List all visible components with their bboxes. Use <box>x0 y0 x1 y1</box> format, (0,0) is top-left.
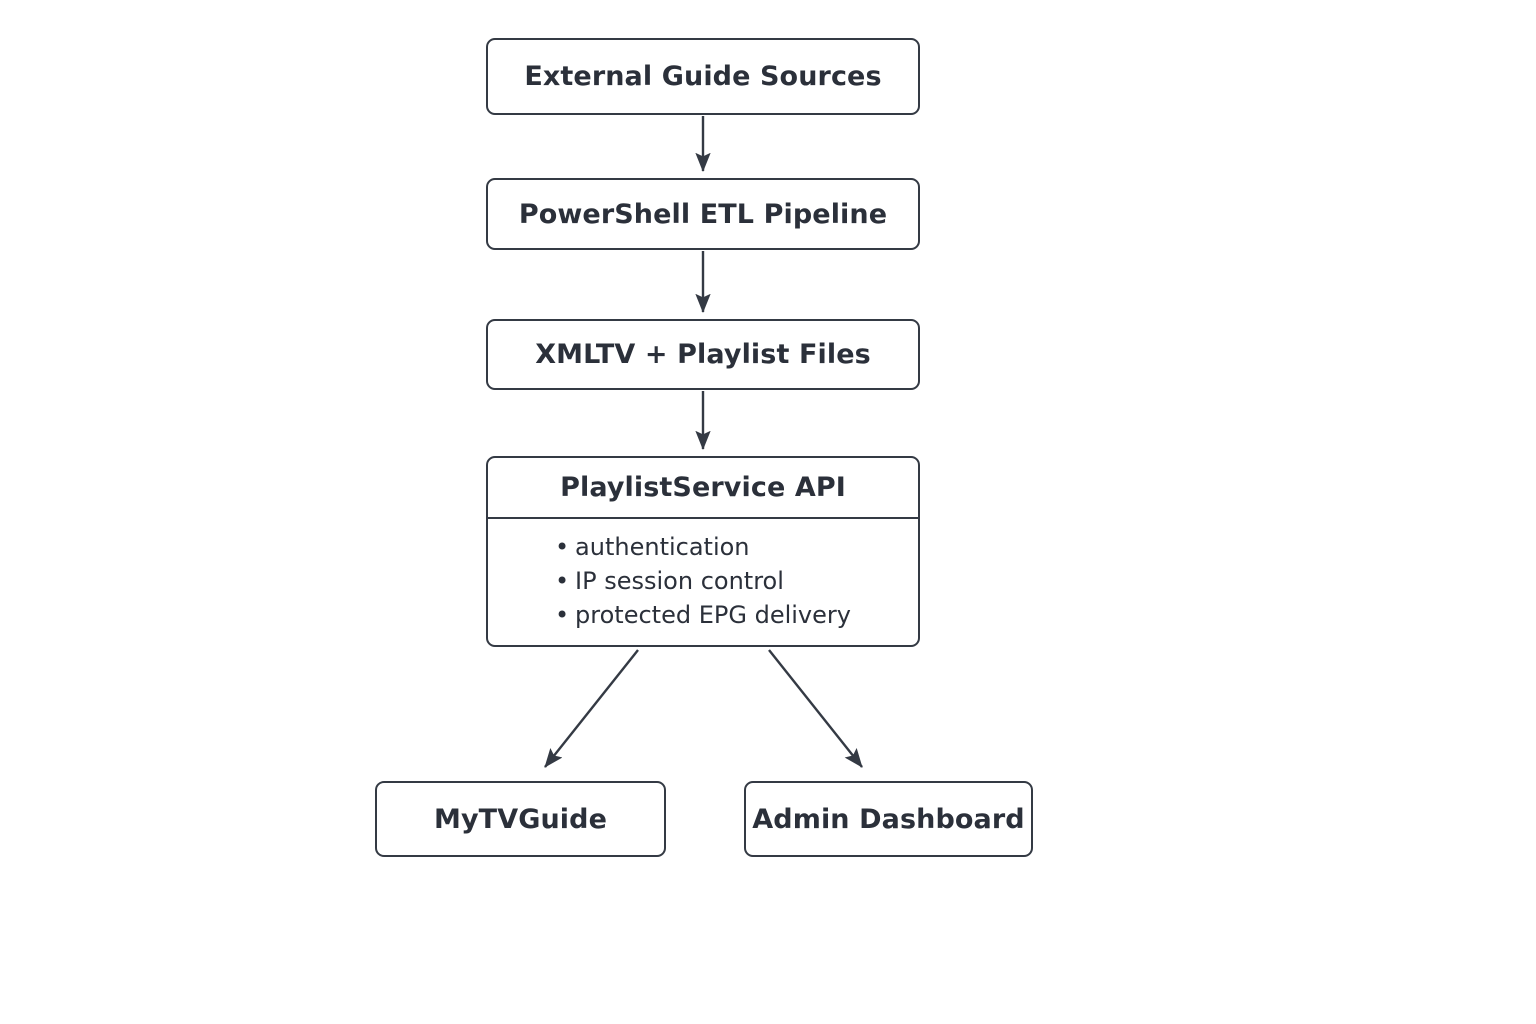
edge-api-to-admin <box>768 649 863 768</box>
list-item: authentication <box>555 530 851 564</box>
node-powershell-etl-pipeline-label: PowerShell ETL Pipeline <box>518 198 888 230</box>
node-playlistservice-api[interactable]: PlaylistService API authentication IP se… <box>486 456 920 647</box>
node-admin-dashboard-label: Admin Dashboard <box>752 803 1025 835</box>
node-external-guide-sources[interactable]: External Guide Sources <box>486 38 920 115</box>
list-item: protected EPG delivery <box>555 598 851 632</box>
node-playlistservice-api-body: authentication IP session control protec… <box>488 519 918 645</box>
node-mytvguide-label: MyTVGuide <box>434 803 607 835</box>
node-xmltv-playlist-files[interactable]: XMLTV + Playlist Files <box>486 319 920 390</box>
edge-api-to-mytvguide <box>544 649 639 768</box>
node-playlistservice-api-label: PlaylistService API <box>488 458 918 519</box>
node-external-guide-sources-label: External Guide Sources <box>524 61 882 92</box>
node-powershell-etl-pipeline[interactable]: PowerShell ETL Pipeline <box>486 178 920 250</box>
list-item: IP session control <box>555 564 851 598</box>
node-mytvguide[interactable]: MyTVGuide <box>375 781 666 857</box>
node-xmltv-playlist-files-label: XMLTV + Playlist Files <box>535 339 871 370</box>
capability-list: authentication IP session control protec… <box>555 530 851 632</box>
node-admin-dashboard[interactable]: Admin Dashboard <box>744 781 1033 857</box>
